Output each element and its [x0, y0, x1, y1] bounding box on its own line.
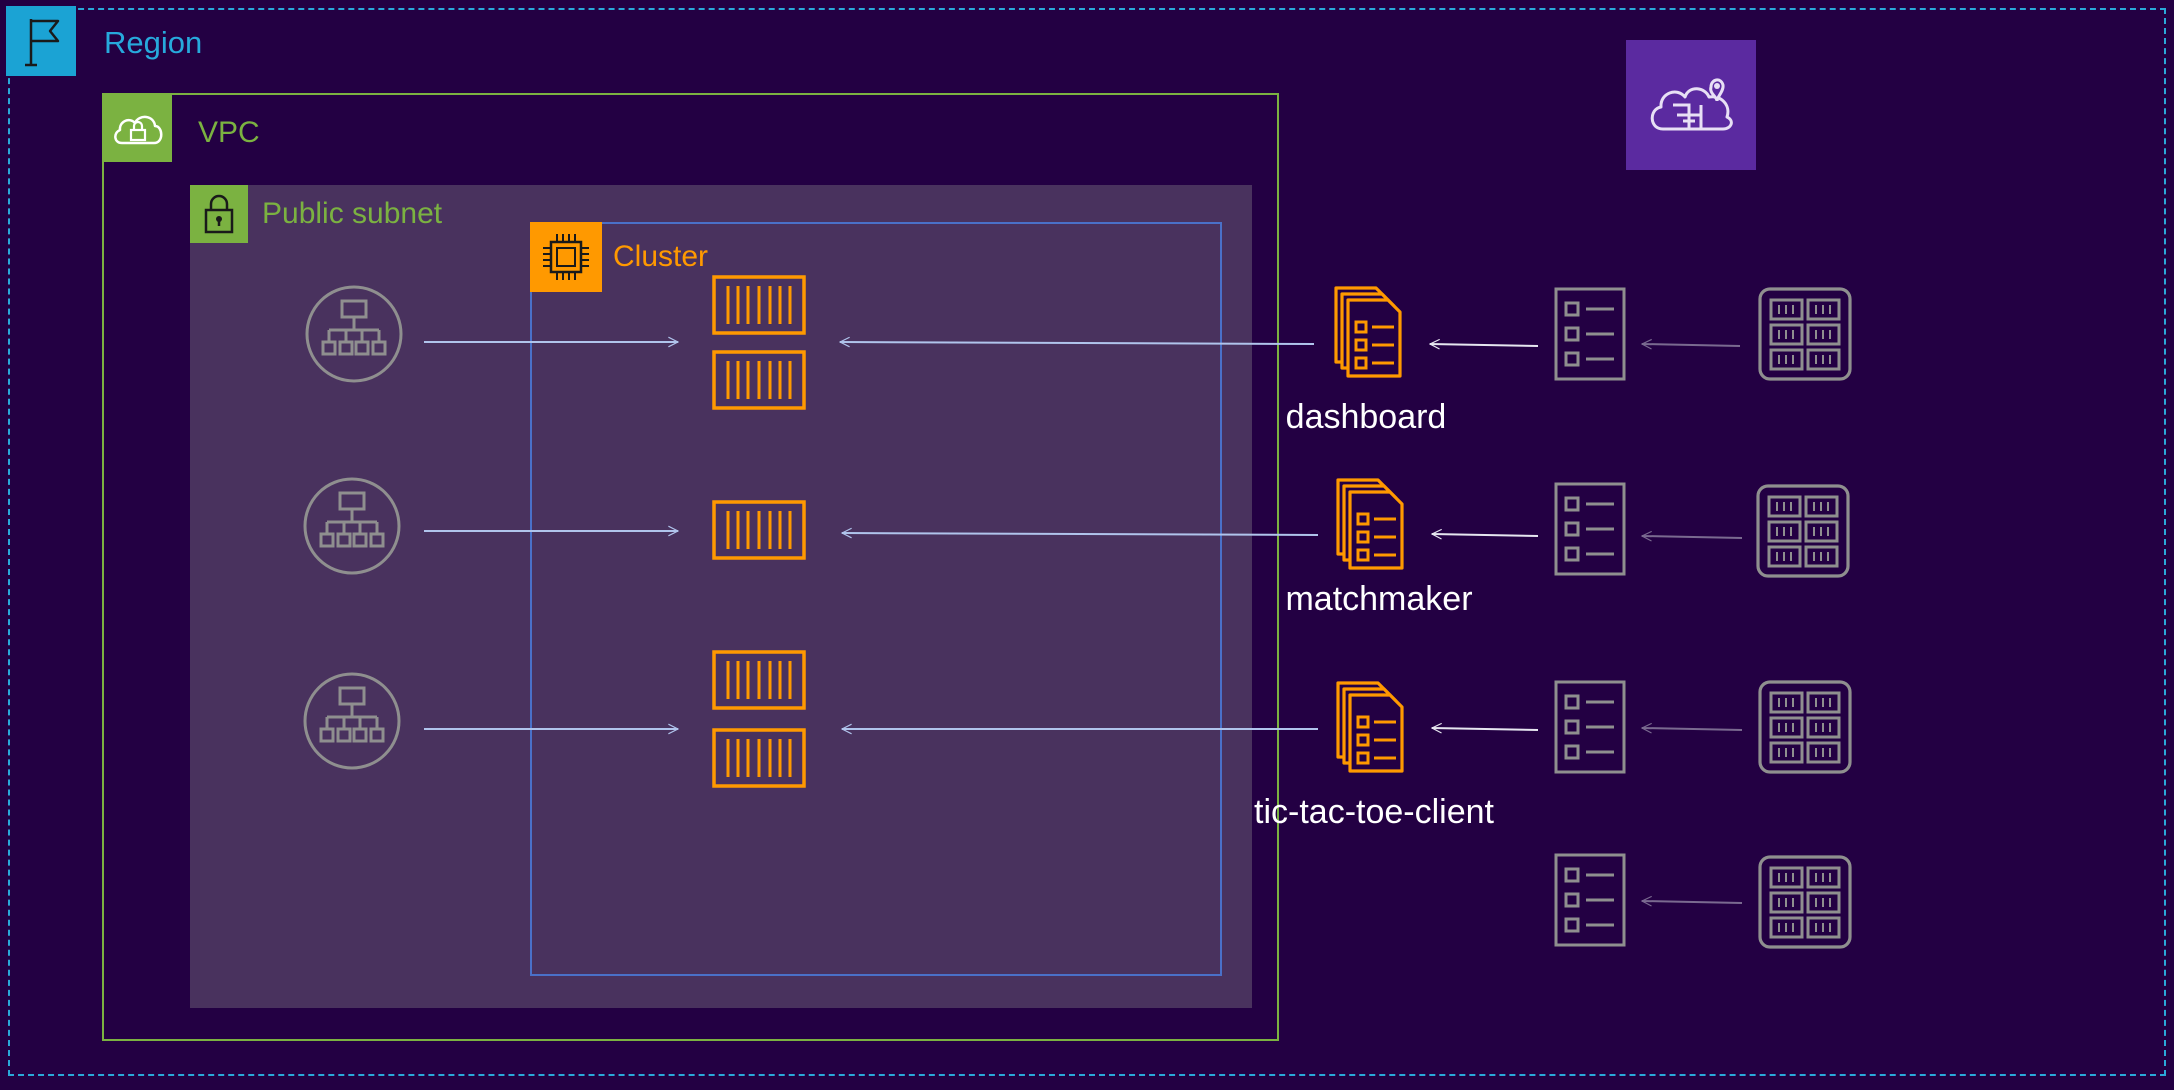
vpc-boundary — [102, 93, 1279, 1041]
gamelift-badge — [1626, 40, 1756, 170]
public-subnet — [190, 185, 1252, 1008]
tasklist-to-taskdef-arrow — [1430, 344, 1539, 346]
registry-to-tasklist-arrow — [1642, 901, 1743, 903]
task-definition-icon — [1336, 478, 1410, 570]
service-label-matchmaker: matchmaker — [1285, 580, 1473, 618]
task-list-icon — [1554, 853, 1626, 947]
subnet-label: Public subnet — [262, 197, 443, 230]
container-registry-icon — [1756, 484, 1850, 578]
container-registry-icon — [1758, 680, 1852, 774]
vpc-cloud-lock-icon — [114, 115, 163, 144]
task-list-icon — [1554, 287, 1626, 381]
container-icon — [712, 350, 806, 410]
task-definition-icon — [1336, 681, 1410, 773]
tasklist-to-taskdef-arrow — [1432, 534, 1539, 536]
registry-to-tasklist-arrow — [1642, 536, 1743, 538]
vpc-badge — [104, 95, 172, 162]
container-icon — [712, 275, 806, 335]
region-flag-icon — [25, 19, 60, 67]
vpc-label: VPC — [198, 116, 260, 149]
load-balancer-icon — [303, 672, 401, 770]
container-registry-icon — [1758, 855, 1852, 949]
load-balancer-icon — [305, 285, 403, 383]
taskdef-to-container-arrow — [840, 342, 1315, 344]
subnet-badge — [190, 185, 248, 243]
service-label-tic-tac-toe-client: tic-tac-toe-client — [1254, 793, 1494, 831]
region-badge — [6, 6, 76, 76]
region-boundary — [8, 8, 2166, 1076]
registry-to-tasklist-arrow — [1642, 344, 1741, 346]
gamelift-icon — [1650, 78, 1733, 131]
region-label: Region — [104, 25, 203, 60]
registry-to-tasklist-arrow — [1642, 728, 1743, 730]
cluster-boundary — [530, 222, 1222, 976]
container-icon — [712, 650, 806, 710]
container-icon — [712, 500, 806, 560]
task-list-icon — [1554, 482, 1626, 576]
cluster-badge — [530, 222, 602, 292]
service-label-dashboard: dashboard — [1285, 398, 1447, 436]
subnet-lock-icon — [204, 194, 234, 234]
tasklist-to-taskdef-arrow — [1432, 728, 1539, 730]
task-list-icon — [1554, 680, 1626, 774]
cluster-label: Cluster — [613, 240, 709, 273]
container-registry-icon — [1758, 287, 1852, 381]
taskdef-to-container-arrow — [842, 533, 1319, 535]
task-definition-icon — [1334, 286, 1408, 378]
cluster-chip-icon — [543, 234, 589, 280]
load-balancer-icon — [303, 477, 401, 575]
container-icon — [712, 728, 806, 788]
